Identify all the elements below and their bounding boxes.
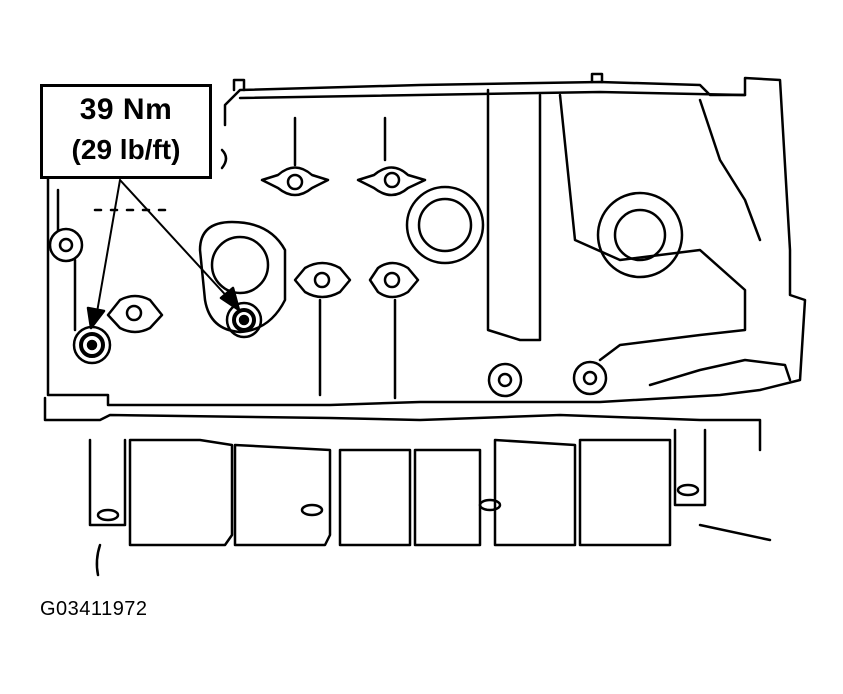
top-tab-left [232,78,246,92]
boss-upper-left [48,227,84,263]
right-bracket [648,358,792,387]
cap-bolt-4 [676,483,700,497]
boss-top-2 [356,166,427,197]
figure-id-label: G03411972 [40,598,148,620]
torque-metric-label: 39 Nm [79,93,173,126]
leader-arrows [95,179,233,319]
sump-rail [43,396,762,452]
arrowhead-center [219,286,241,312]
cap-3 [338,448,412,547]
cap-right-strap [673,428,707,507]
cap-1 [128,438,234,547]
cap-bolt-3 [478,498,502,512]
bore-center-inner [417,197,473,253]
bolt-left [72,325,112,365]
cap-4 [413,448,482,547]
torque-imperial-label: (29 lb/ft) [71,134,181,165]
bore-left-outline [198,220,287,334]
boss-lower-2-hole [582,370,598,386]
bore-upper-right-inner [613,208,667,262]
arrowhead-left [86,306,106,330]
block-outline [46,76,807,407]
top-tab-right [590,72,604,84]
callout-paren [220,148,228,170]
rib-6 [698,98,762,242]
bore-left-inner [210,235,270,295]
boss-left [106,294,164,334]
boss-mid-2 [368,261,420,299]
boss-lower-1-outer [487,362,523,398]
right-panel [558,93,747,362]
torque-callout-box: 39 Nm (29 lb/ft) [40,84,212,179]
right-lower-line [698,523,772,542]
bore-upper-right-outer [596,191,684,279]
cap-2 [233,443,332,547]
cap-5 [493,438,577,547]
boss-upper-left-hole [58,237,74,253]
left-drop-line [95,543,102,577]
cap-bolt-1 [96,508,120,522]
boss-mid-1 [293,261,352,299]
top-edge [238,90,747,100]
boss-top-1 [260,166,330,197]
cap-6 [578,438,672,547]
rib-5 [486,88,542,342]
boss-lower-2-outer [572,360,608,396]
cap-left-strap [88,438,127,527]
cap-bolt-2 [300,503,324,517]
boss-lower-1-hole [497,372,513,388]
bore-center-outer [405,185,485,265]
bolt-center [225,301,263,339]
